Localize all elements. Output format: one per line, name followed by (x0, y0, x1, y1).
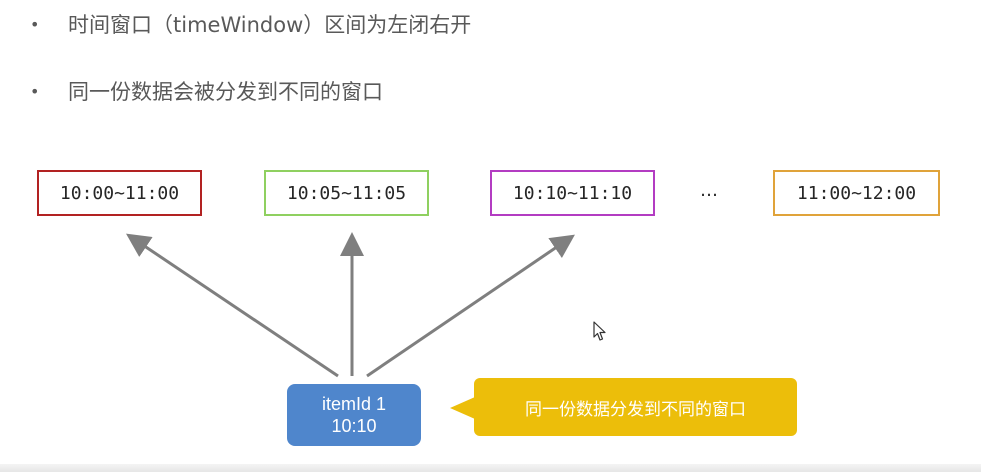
item-box: itemId 1 10:10 (287, 384, 421, 446)
bottom-shade (0, 464, 981, 472)
bullet-text: 时间窗口（timeWindow）区间为左闭右开 (68, 13, 472, 37)
mouse-pointer-icon (593, 321, 606, 341)
window-box-3: 10:10~11:10 (490, 170, 655, 216)
callout-pointer (450, 397, 475, 419)
window-box-2: 10:05~11:05 (264, 170, 429, 216)
bullet-text: 同一份数据会被分发到不同的窗口 (68, 80, 383, 104)
ellipsis: … (700, 180, 719, 201)
arrow-to-window-3 (366, 234, 575, 378)
bullet-dot: • (30, 82, 40, 101)
item-id-label: itemId 1 (321, 394, 387, 414)
callout-text: 同一份数据分发到不同的窗口 (525, 399, 746, 420)
arrow-to-window-1 (126, 233, 339, 378)
bullet-dot: • (30, 15, 40, 34)
callout-box: 同一份数据分发到不同的窗口 (474, 378, 797, 436)
window-box-1: 10:00~11:00 (37, 170, 202, 216)
bullet-item: • 时间窗口（timeWindow）区间为左闭右开 (30, 10, 471, 40)
item-time-label: 10:10 (331, 416, 377, 436)
bullet-item: • 同一份数据会被分发到不同的窗口 (30, 77, 383, 107)
window-box-4: 11:00~12:00 (773, 170, 940, 216)
